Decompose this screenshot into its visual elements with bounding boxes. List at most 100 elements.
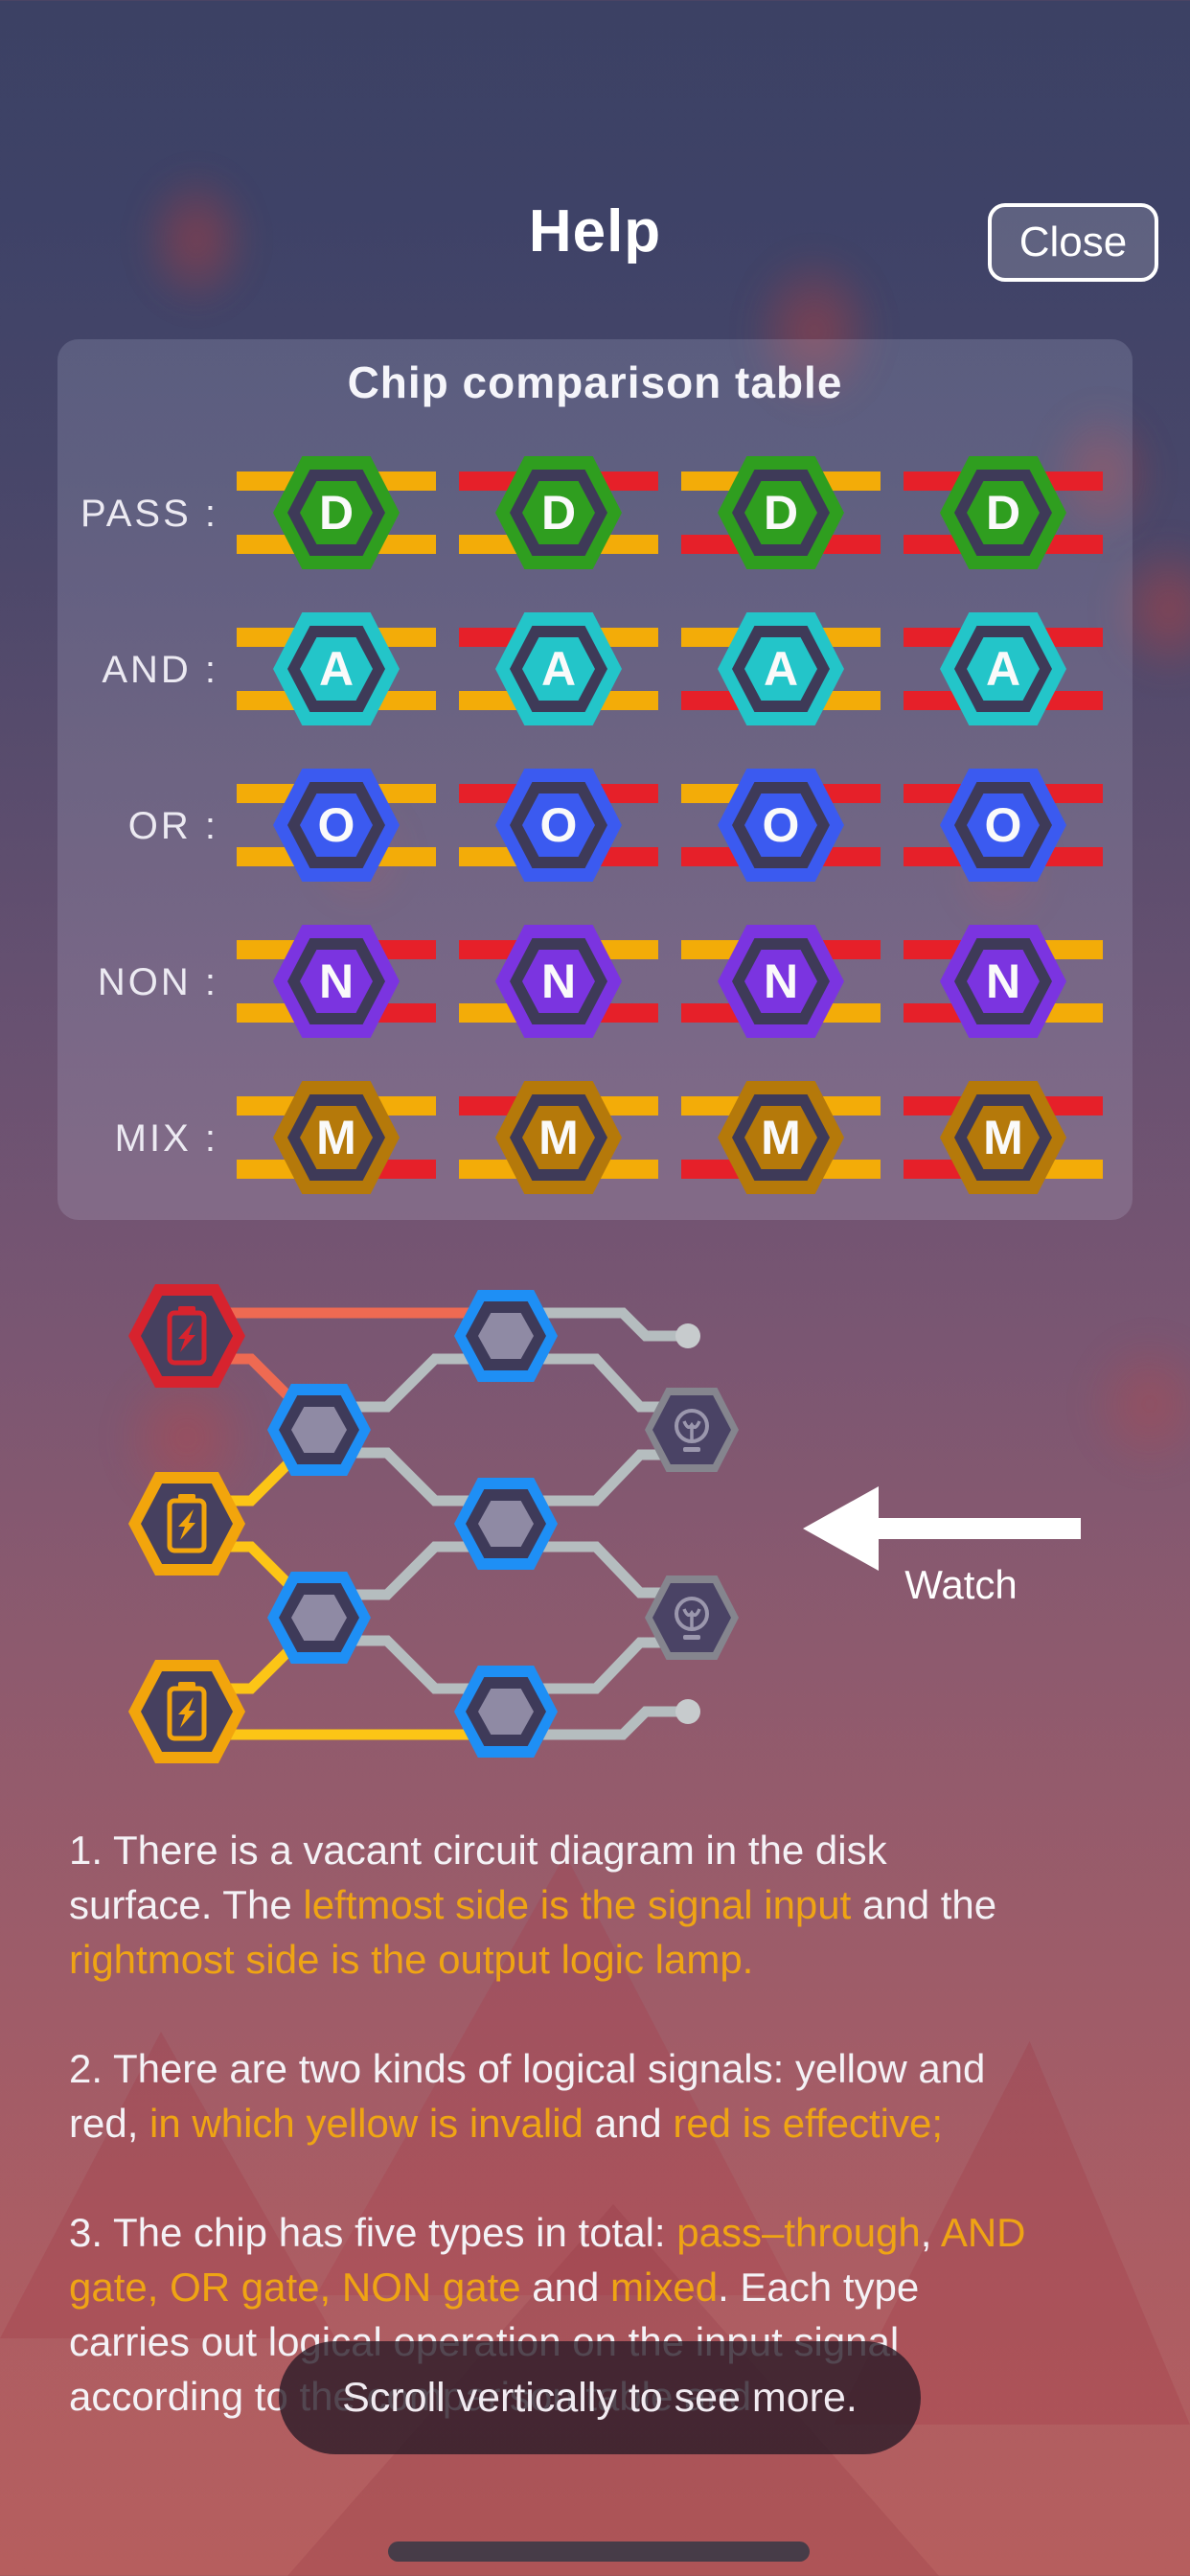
wire-stub [237,847,294,866]
circuit-wire [498,1353,671,1413]
chip-hex-fill [478,1689,534,1735]
home-indicator[interactable] [388,2542,810,2562]
wire-stub [378,1003,436,1023]
close-button-label: Close [1018,218,1128,265]
chip-hex-inner [744,950,817,1013]
battery-icon [167,1498,207,1553]
wire-stub [378,784,436,803]
row-label: PASS : [80,493,218,535]
wire-stub [237,1160,294,1179]
empty-chip-node [267,1384,371,1476]
chip-hex-inner [744,637,817,701]
wire-stub [378,628,436,647]
chip-letter: M [983,1111,1023,1164]
wire-stub [904,847,961,866]
watch-label: Watch [904,1562,1017,1607]
table-chip: M [459,1081,658,1194]
logic-lamp-node [645,1576,739,1660]
wire-stub [904,1096,961,1116]
table-chip: D [237,456,436,569]
wire-stub [378,691,436,710]
chip-hex-inner [522,1106,595,1169]
wire-stub [459,940,516,959]
wire-stub [823,628,881,647]
chip-hex-inner [522,794,595,857]
battery-icon [167,1686,207,1741]
chip-hex-inner [744,1106,817,1169]
wire-stub [378,940,436,959]
wire-stub [681,472,739,491]
wire-stub [378,535,436,554]
battery-node [128,1284,245,1388]
wire-stub [1045,940,1103,959]
row-label: MIX : [115,1117,218,1160]
chip-hex-inner [300,1106,373,1169]
wire-stub [237,535,294,554]
wire-stub [601,1096,658,1116]
chip-letter: M [538,1111,579,1164]
chip-letter: A [986,642,1020,696]
table-chip: A [237,612,436,725]
wire-stub [1045,691,1103,710]
table-chip: O [681,769,881,882]
wire-stub [1045,472,1103,491]
wire-stub [237,691,294,710]
table-chip: N [237,925,436,1038]
close-button[interactable]: Close [988,203,1158,282]
wire-stub [681,1003,739,1023]
instructions-text: 1. There is a vacant circuit diagram in … [69,1823,1035,2478]
chip-hex-inner [522,950,595,1013]
chip-letter: D [986,486,1020,540]
body-text [158,2265,170,2310]
row-label: AND : [102,649,218,691]
wire-stub [681,691,739,710]
wire-stub [823,1003,881,1023]
wire-stub [823,691,881,710]
body-text: 2. There are two kinds of logical signal… [69,2046,986,2146]
circuit-wire [498,1307,682,1342]
wire-endpoint-dot [675,1699,700,1724]
row-label: NON : [98,961,218,1003]
table-chip: O [459,769,658,882]
wire-stub [681,1096,739,1116]
watch-arrow-icon [803,1486,1081,1571]
table-chip: D [459,456,658,569]
wire-stub [459,472,516,491]
wire-stub [237,1096,294,1116]
body-text: 1. There is a vacant circuit diagram in … [69,1828,887,1927]
wire-stub [823,940,881,959]
body-text: and [583,2101,674,2146]
empty-chip-node [267,1572,371,1664]
wire-stub [1045,1160,1103,1179]
wire-stub [237,1003,294,1023]
wire-stub [681,784,739,803]
wire-stub [823,784,881,803]
highlighted-text: in which yellow is invalid [149,2101,584,2146]
wire-stub [823,535,881,554]
bulb-filament-icon [682,1608,701,1627]
highlighted-text: rightmost side is the output logic lamp. [69,1937,754,1982]
chip-hex-inner [300,637,373,701]
wire-stub [681,535,739,554]
chip-letter: O [763,798,800,852]
wire-stub [601,784,658,803]
highlighted-text: NON gate [341,2265,521,2310]
table-chip: D [904,456,1103,569]
chip-hex-inner [300,950,373,1013]
body-text [331,2265,342,2310]
instruction-paragraph: 2. There are two kinds of logical signal… [69,2041,1035,2150]
chip-letter: A [764,642,798,696]
wire-stub [681,940,739,959]
chip-letter: N [986,954,1020,1008]
wire-stub [459,784,516,803]
chip-letter: D [764,486,798,540]
bulb-icon [675,1409,709,1443]
table-chip: A [459,612,658,725]
circuit-wire [498,1706,682,1740]
highlighted-text: mixed [610,2265,719,2310]
chip-hex-fill [291,1407,347,1453]
chip-letter: M [761,1111,801,1164]
wire-stub [904,1003,961,1023]
